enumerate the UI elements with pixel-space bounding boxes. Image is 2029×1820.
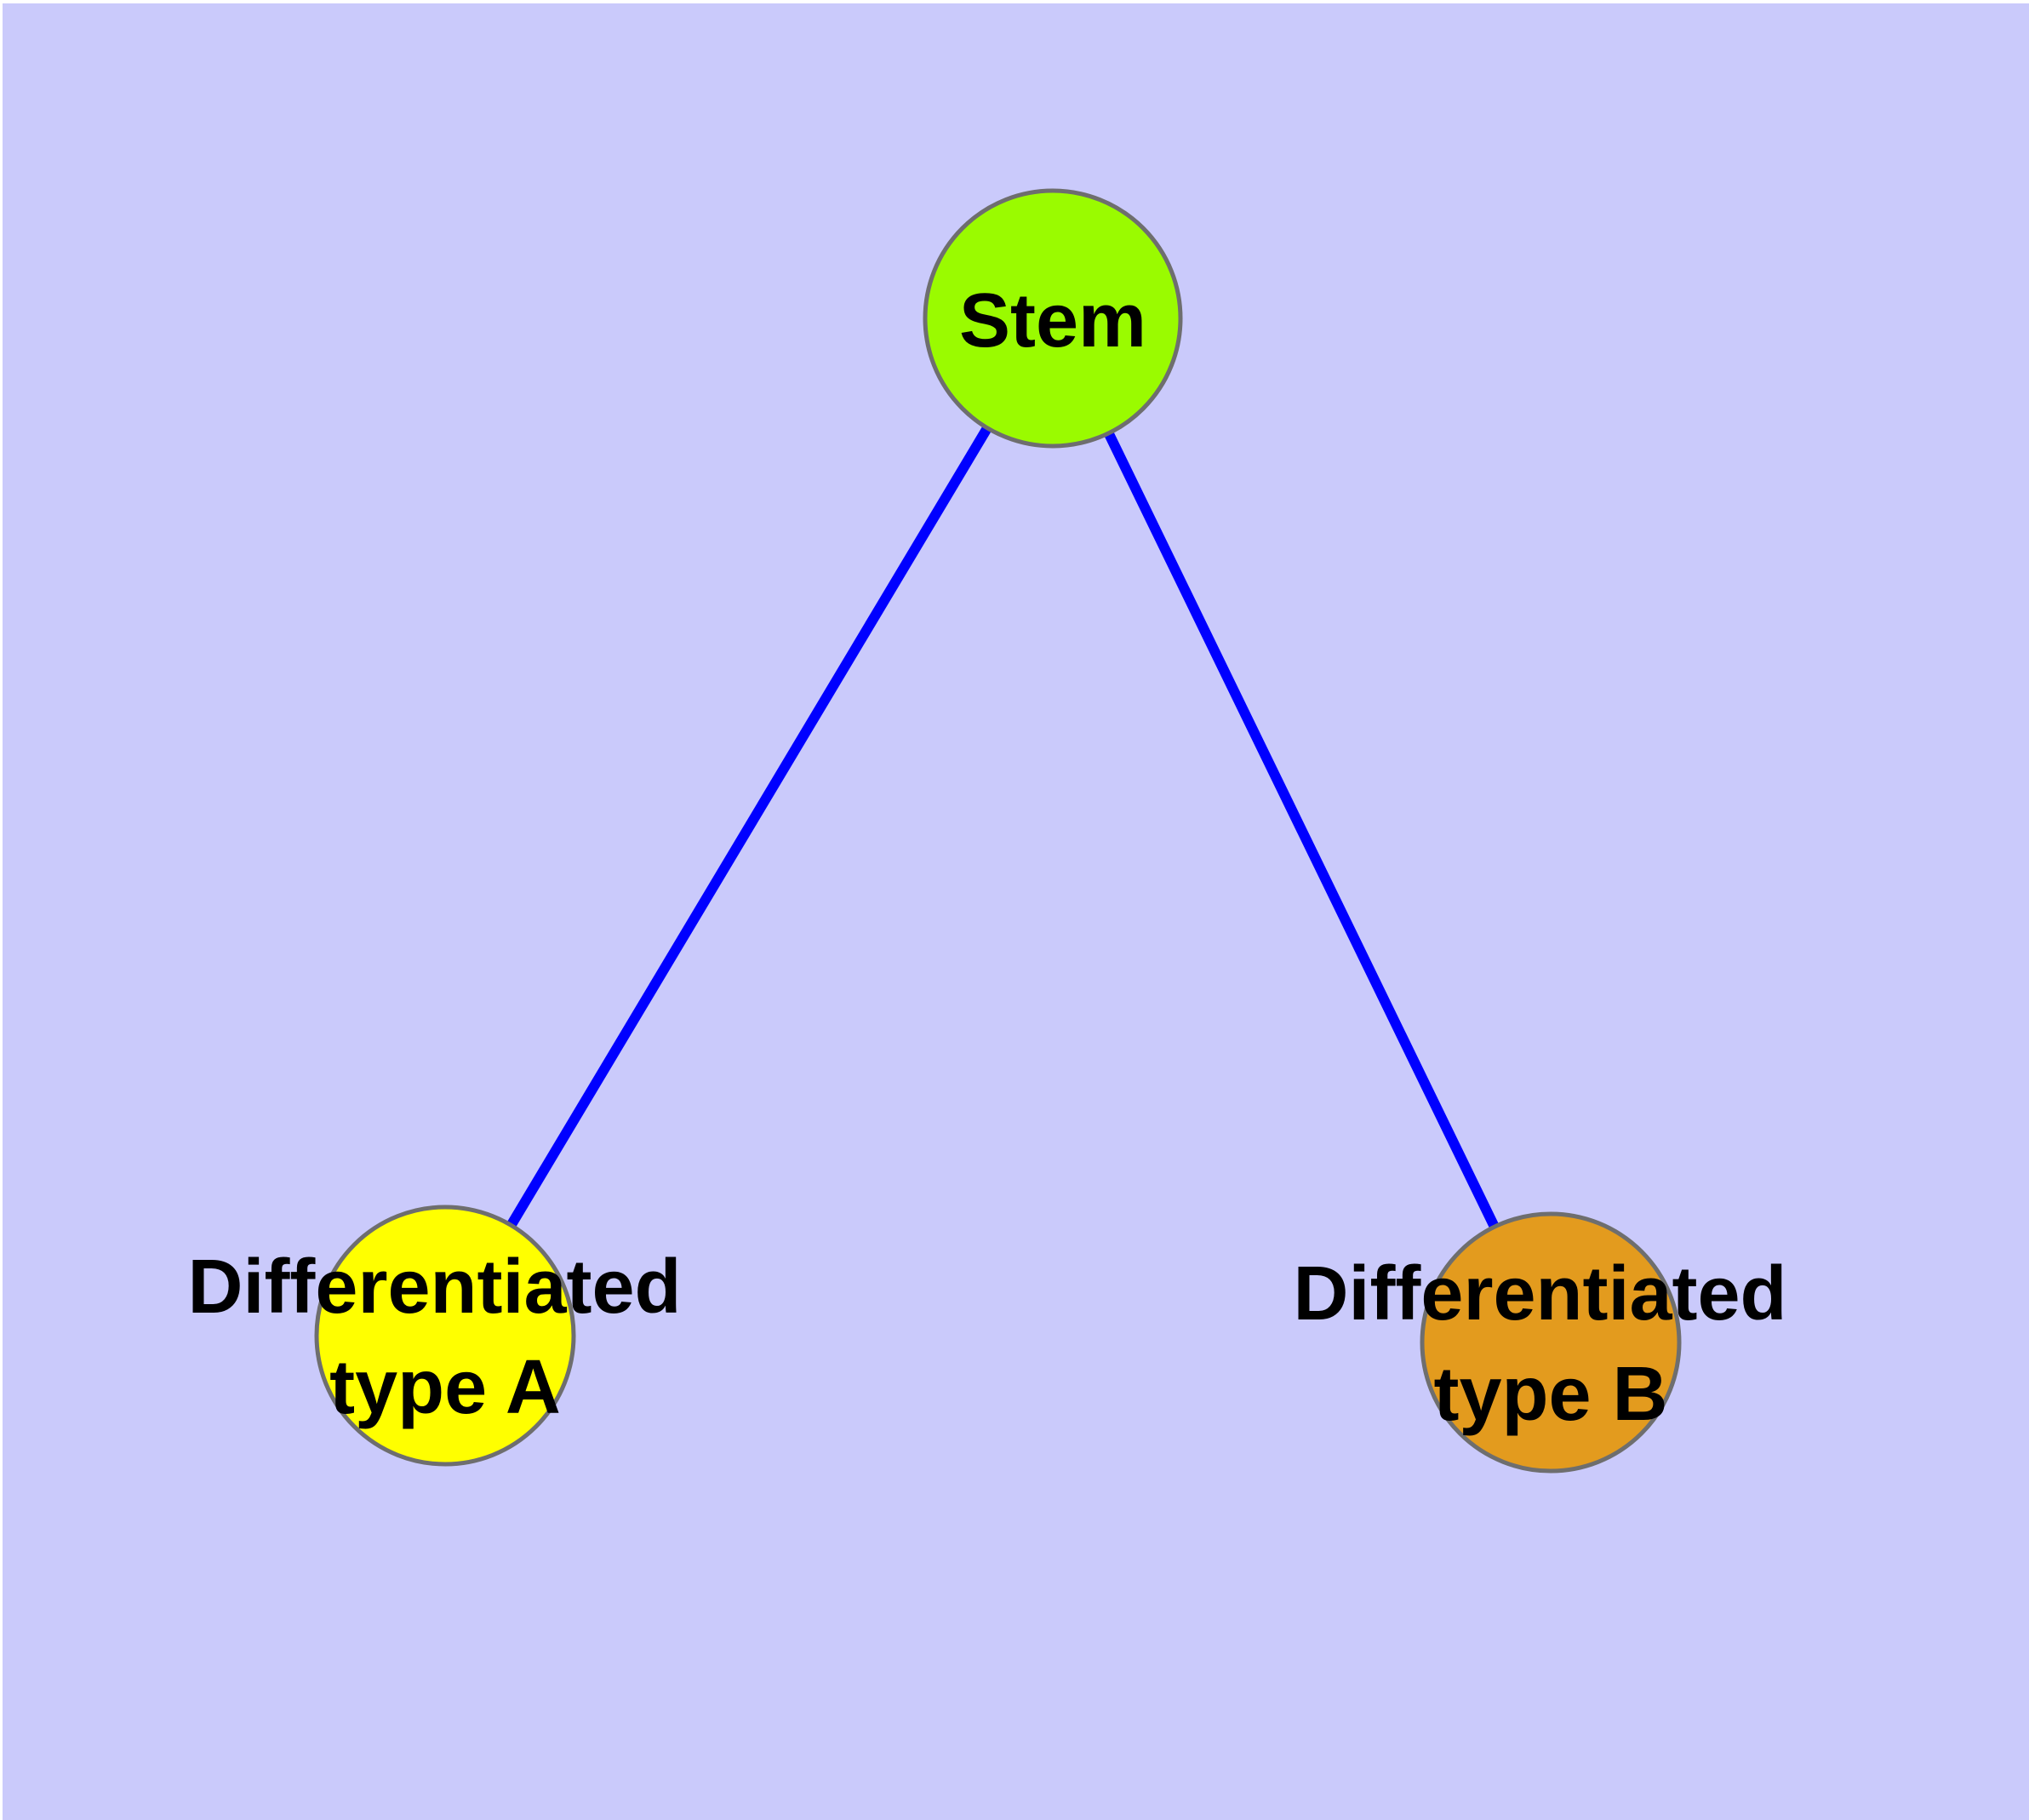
- node-type-b-label-line-1: Differentiated: [1293, 1251, 1786, 1336]
- node-type-b-label: Differentiated type B: [1293, 1251, 1808, 1437]
- node-type-b-label-line-2: type B: [1433, 1352, 1667, 1437]
- node-stem-label: Stem: [959, 278, 1146, 363]
- node-type-a-label: Differentiated type A: [187, 1245, 702, 1430]
- node-differentiated-type-b: [1420, 1211, 1682, 1474]
- labels-layer: Stem Differentiated type A Differentiate…: [187, 278, 1808, 1437]
- node-type-a-label-line-2: type A: [329, 1345, 561, 1430]
- node-stem: [923, 188, 1183, 449]
- edges-layer: [440, 315, 1556, 1345]
- node-differentiated-type-a: [314, 1205, 576, 1467]
- window-edge-top: [0, 0, 2029, 3]
- edge-stem-to-type-b: [1048, 316, 1556, 1345]
- window-edge-left: [0, 0, 3, 1820]
- node-stem-label-line-1: Stem: [959, 278, 1146, 363]
- node-type-a-label-line-1: Differentiated: [187, 1245, 681, 1330]
- edge-stem-to-type-a: [440, 315, 1058, 1339]
- nodes-layer: [314, 188, 1682, 1474]
